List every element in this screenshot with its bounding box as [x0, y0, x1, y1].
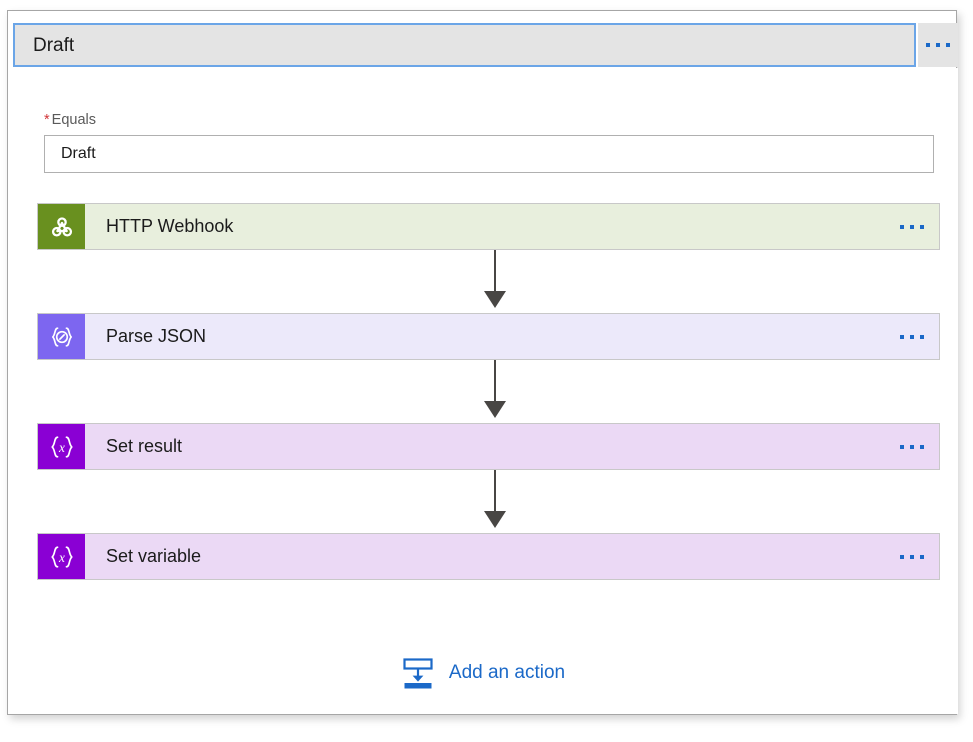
svg-text:x: x [58, 439, 65, 454]
ellipsis-icon [900, 224, 924, 229]
braces-pencil-icon [51, 326, 72, 347]
braces-pencil-icon-box [38, 314, 85, 359]
connector-line [494, 470, 496, 520]
braces-x-icon-box: x [38, 534, 85, 579]
flow-card-label: Set variable [106, 546, 202, 566]
action-flow-list: HTTP Webhook [37, 203, 940, 580]
panel-body: *Equals [8, 68, 958, 714]
equals-input[interactable] [44, 135, 934, 173]
equals-field-group: *Equals [44, 112, 934, 173]
braces-x-icon: x [50, 435, 73, 458]
ellipsis-icon [900, 444, 924, 449]
flow-connector [37, 250, 940, 313]
flow-card-http-webhook[interactable]: HTTP Webhook [37, 203, 940, 250]
flow-connector [37, 360, 940, 423]
webhook-icon [51, 216, 72, 237]
flow-card-label: HTTP Webhook [106, 216, 234, 236]
scope-title-box[interactable]: Draft [13, 23, 916, 67]
ellipsis-icon [900, 334, 924, 339]
flow-card-label: Parse JSON [106, 326, 207, 346]
flow-card-overflow-menu-button[interactable] [885, 204, 939, 249]
braces-x-icon: x [50, 545, 73, 568]
panel-title-row: Draft [8, 11, 958, 68]
page-title: Draft [33, 34, 75, 56]
equals-field-label: *Equals [44, 112, 934, 128]
add-an-action-label: Add an action [448, 662, 566, 683]
flow-card-label: Set result [106, 436, 183, 456]
flow-connector [37, 470, 940, 533]
flow-card-overflow-menu-button[interactable] [885, 424, 939, 469]
equals-label-text: Equals [51, 112, 96, 128]
ellipsis-icon [900, 554, 924, 559]
svg-text:x: x [58, 549, 65, 564]
connector-line [494, 360, 496, 410]
braces-x-icon-box: x [38, 424, 85, 469]
connector-arrowhead-icon [484, 401, 506, 418]
connector-arrowhead-icon [484, 291, 506, 308]
panel-overflow-menu-button[interactable] [918, 23, 958, 67]
connector-arrowhead-icon [484, 511, 506, 528]
flow-card-overflow-menu-button[interactable] [885, 534, 939, 579]
flow-card-set-variable[interactable]: x Set variable [37, 533, 940, 580]
flow-card-set-result[interactable]: x Set result [37, 423, 940, 470]
flow-panel: Draft *Equals [7, 10, 958, 715]
connector-line [494, 250, 496, 300]
insert-below-icon [403, 658, 433, 689]
webhook-icon-box [38, 204, 85, 249]
ellipsis-icon [926, 43, 950, 47]
flow-card-parse-json[interactable]: Parse JSON [37, 313, 940, 360]
flow-card-overflow-menu-button[interactable] [885, 314, 939, 359]
add-an-action-button[interactable]: Add an action [8, 656, 958, 690]
required-asterisk: * [44, 112, 50, 128]
